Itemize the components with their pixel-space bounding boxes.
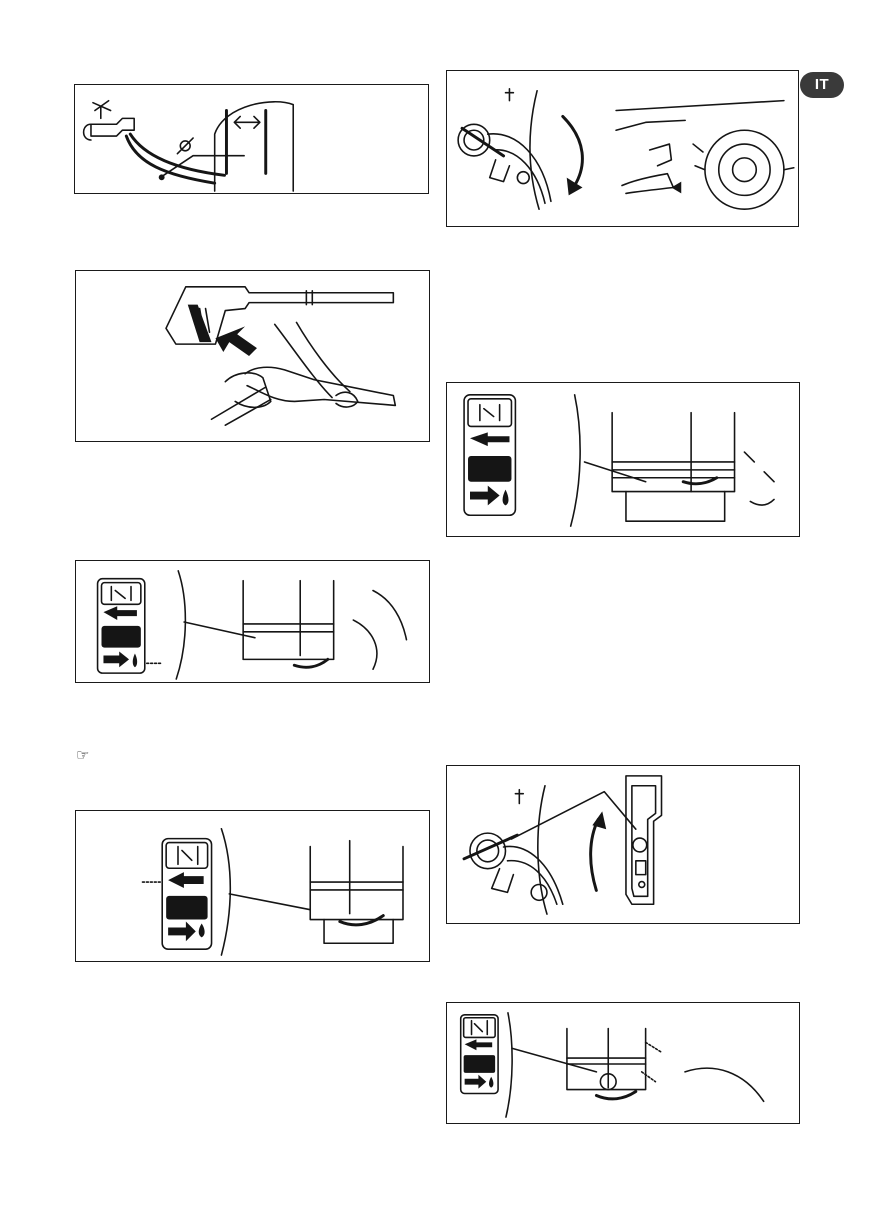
figure-fuel-lever-bottom xyxy=(446,1002,800,1124)
language-badge: IT xyxy=(800,72,844,98)
figure-engine-choke-starter xyxy=(446,70,799,227)
figure-spray-gun xyxy=(75,270,430,442)
figure-fuel-lever-right xyxy=(446,382,800,537)
fuel-lever-icon xyxy=(76,561,429,682)
figure-fuel-lever-left xyxy=(75,560,430,683)
figure-water-tap xyxy=(74,84,429,194)
fuel-lever-icon xyxy=(447,1003,799,1123)
fuel-lever-icon xyxy=(447,383,799,536)
water-tap-hose-icon xyxy=(75,85,428,193)
figure-fuel-lever-left-2 xyxy=(75,810,430,962)
figure-choke-lever-switch xyxy=(446,765,800,924)
pointing-hand-icon: ☞ xyxy=(76,748,89,764)
choke-lever-switch-icon xyxy=(447,766,799,923)
fuel-lever-icon xyxy=(76,811,429,961)
spray-gun-trigger-icon xyxy=(76,271,429,441)
choke-lever-recoil-starter-icon xyxy=(447,71,798,226)
